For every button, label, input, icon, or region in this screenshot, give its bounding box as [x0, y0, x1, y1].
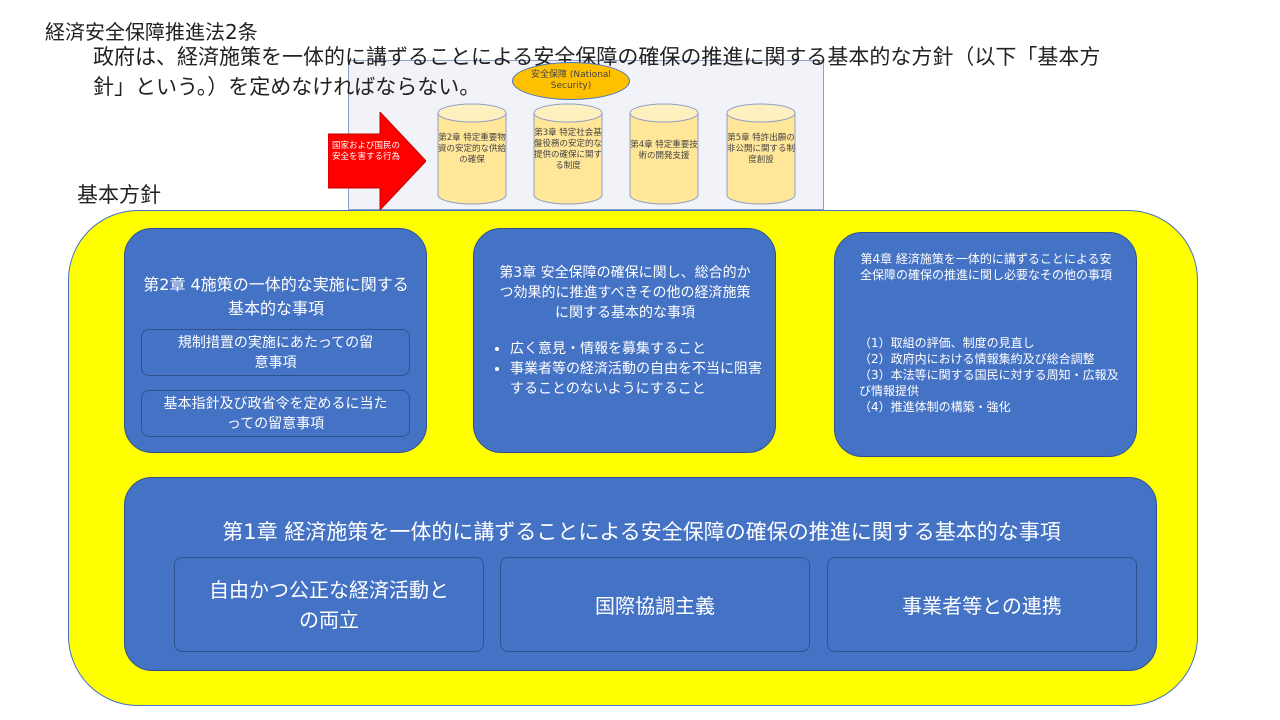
page-title: 経済安全保障推進法2条 — [45, 20, 258, 44]
chapter1-box: 第1章 経済施策を一体的に講ずることによる安全保障の確保の推進に関する基本的な事… — [124, 477, 1157, 671]
cylinder-chapter4-icon — [629, 103, 699, 205]
chapter2-item: 基本指針及び政省令を定めるに当たっての留意事項 — [141, 390, 410, 437]
cylinder-chapter5-icon — [726, 103, 796, 205]
chapter1-item: 国際協調主義 — [500, 557, 810, 652]
pillar-label: 第3章 特定社会基盤役務の安定的な提供の確保に関する制度 — [533, 128, 602, 171]
chapter1-item: 自由かつ公正な経済活動との両立 — [174, 557, 484, 652]
chapter4-item: （1）取組の評価、制度の見直し — [859, 336, 1035, 350]
chapter1-title: 第1章 経済施策を一体的に講ずることによる安全保障の確保の推進に関する基本的な事… — [222, 520, 1061, 544]
article-text-line2: 針」という。）を定めなければならない。 — [93, 75, 481, 99]
chapter3-title: 第3章 安全保障の確保に関し、総合的かつ効果的に推進すべきその他の経済施策に関す… — [499, 265, 751, 321]
chapter3-box: 第3章 安全保障の確保に関し、総合的かつ効果的に推進すべきその他の経済施策に関す… — [473, 228, 776, 453]
chapter3-bullet: 広く意見・情報を募集すること — [510, 339, 772, 359]
pillar-label: 第5章 特許出願の非公開に関する制度創設 — [726, 133, 795, 165]
threat-arrow-label: 国家および国民の安全を害する行為 — [331, 141, 400, 162]
national-security-ellipse: 安全保障 (National Security) — [512, 62, 630, 100]
basic-policy-label: 基本方針 — [77, 183, 161, 207]
chapter2-title: 第2章 4施策の一体的な実施に関する基本的な事項 — [143, 275, 409, 318]
pillar-label: 第4章 特定重要技術の開発支援 — [630, 140, 698, 161]
chapter4-item: （4）推進体制の構築・強化 — [859, 400, 1011, 414]
chapter2-item: 規制措置の実施にあたっての留意事項 — [141, 329, 410, 376]
threat-arrow-icon — [328, 112, 426, 210]
chapter4-item: （2）政府内における情報集約及び総合調整 — [859, 352, 1095, 366]
chapter4-box: 第4章 経済施策を一体的に講ずることによる安全保障の確保の推進に関し必要なその他… — [834, 232, 1137, 457]
pillar-label: 第2章 特定重要物資の安定的な供給の確保 — [437, 133, 506, 165]
chapter2-box: 第2章 4施策の一体的な実施に関する基本的な事項 規制措置の実施にあたっての留意… — [124, 228, 427, 453]
chapter4-list: （1）取組の評価、制度の見直し （2）政府内における情報集約及び総合調整 （3）… — [859, 335, 1119, 415]
cylinder-chapter3-icon — [533, 103, 603, 205]
cylinder-chapter2-icon — [437, 103, 507, 205]
chapter4-title: 第4章 経済施策を一体的に講ずることによる安全保障の確保の推進に関し必要なその他… — [859, 252, 1112, 282]
chapter3-bullet: 事業者等の経済活動の自由を不当に阻害することのないようにすること — [510, 359, 772, 399]
chapter1-item: 事業者等との連携 — [827, 557, 1137, 652]
article-text-line1: 政府は、経済施策を一体的に講ずることによる安全保障の確保の推進に関する基本的な方… — [93, 45, 1101, 69]
chapter4-item: （3）本法等に関する国民に対する周知・広報及び情報提供 — [859, 368, 1119, 398]
